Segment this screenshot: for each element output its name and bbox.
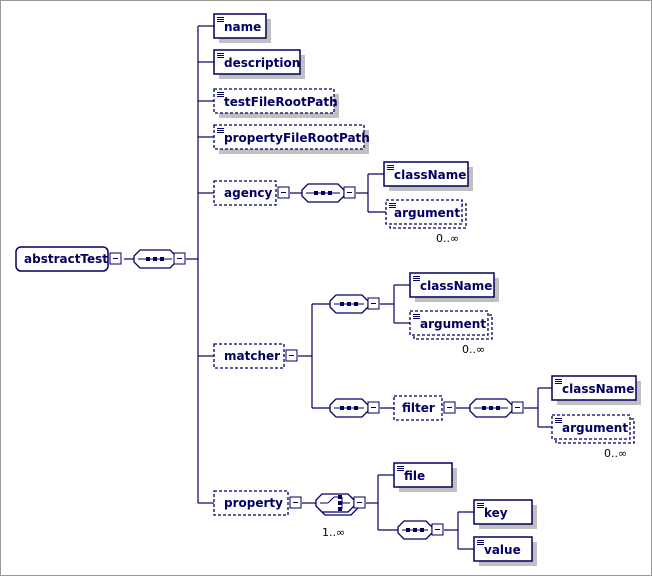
collapse-toggle-abstractTest[interactable]: [109, 252, 122, 265]
element-label: testFileRootPath: [224, 95, 338, 109]
element-label: className: [420, 279, 492, 293]
collapse-toggle-filter[interactable]: [443, 401, 456, 414]
element-agency-className[interactable]: className: [383, 161, 473, 191]
sequence-compositor-agency: [301, 183, 345, 203]
collapse-toggle-agency[interactable]: [277, 186, 290, 199]
element-matcher-argument[interactable]: argument: [409, 310, 493, 340]
cardinality-filter-argument: 0..∞: [604, 447, 627, 460]
collapse-toggle-property-choice[interactable]: [353, 496, 366, 509]
element-agency[interactable]: agency: [213, 180, 277, 206]
sequence-compositor-matcher-2: [329, 398, 369, 418]
element-label: argument: [562, 421, 628, 435]
element-label: file: [404, 469, 425, 483]
element-label: className: [394, 168, 466, 182]
element-matcher-className[interactable]: className: [409, 272, 499, 302]
element-label: matcher: [224, 349, 280, 363]
collapse-toggle-matcher-sequence-1[interactable]: [367, 297, 380, 310]
element-property[interactable]: property: [213, 490, 289, 516]
collapse-toggle-filter-sequence[interactable]: [511, 401, 524, 414]
element-label: property: [224, 496, 283, 510]
collapse-toggle-agency-sequence[interactable]: [343, 186, 356, 199]
cardinality-agency-argument: 0..∞: [436, 232, 459, 245]
element-abstractTest[interactable]: abstractTest: [15, 246, 109, 272]
sequence-compositor-matcher-1: [329, 294, 369, 314]
element-label: description: [224, 56, 300, 70]
element-testFileRootPath[interactable]: testFileRootPath: [213, 88, 339, 118]
element-filter-className[interactable]: className: [551, 375, 641, 405]
element-matcher[interactable]: matcher: [213, 343, 285, 369]
element-label: abstractTest: [24, 252, 108, 266]
cardinality-property-choice: 1..∞: [322, 526, 345, 539]
cardinality-matcher-argument: 0..∞: [462, 343, 485, 356]
sequence-compositor-root: [133, 249, 177, 269]
element-key[interactable]: key: [473, 499, 537, 529]
element-description[interactable]: description: [213, 49, 305, 79]
sequence-compositor-filter: [469, 398, 513, 418]
element-propertyFileRootPath[interactable]: propertyFileRootPath: [213, 124, 370, 154]
element-label: argument: [394, 206, 460, 220]
element-name[interactable]: name: [213, 13, 271, 43]
element-label: propertyFileRootPath: [224, 131, 370, 145]
element-label: filter: [402, 401, 435, 415]
element-label: className: [562, 382, 634, 396]
element-label: key: [484, 506, 508, 520]
collapse-toggle-property-sequence[interactable]: [431, 523, 444, 536]
sequence-compositor-property: [397, 520, 433, 540]
element-label: agency: [224, 186, 272, 200]
element-value[interactable]: value: [473, 536, 537, 566]
element-filter[interactable]: filter: [393, 395, 443, 421]
collapse-toggle-root-sequence[interactable]: [173, 252, 186, 265]
connector-lines: [124, 25, 552, 550]
element-agency-argument[interactable]: argument: [385, 199, 467, 229]
element-file[interactable]: file: [393, 462, 457, 492]
collapse-toggle-matcher-sequence-2[interactable]: [367, 401, 380, 414]
element-label: argument: [420, 317, 486, 331]
collapse-toggle-matcher[interactable]: [285, 349, 298, 362]
collapse-toggle-property[interactable]: [289, 496, 302, 509]
element-label: name: [224, 20, 261, 34]
element-filter-argument[interactable]: argument: [551, 414, 635, 444]
element-label: value: [484, 543, 521, 557]
choice-compositor-property: [315, 493, 358, 516]
